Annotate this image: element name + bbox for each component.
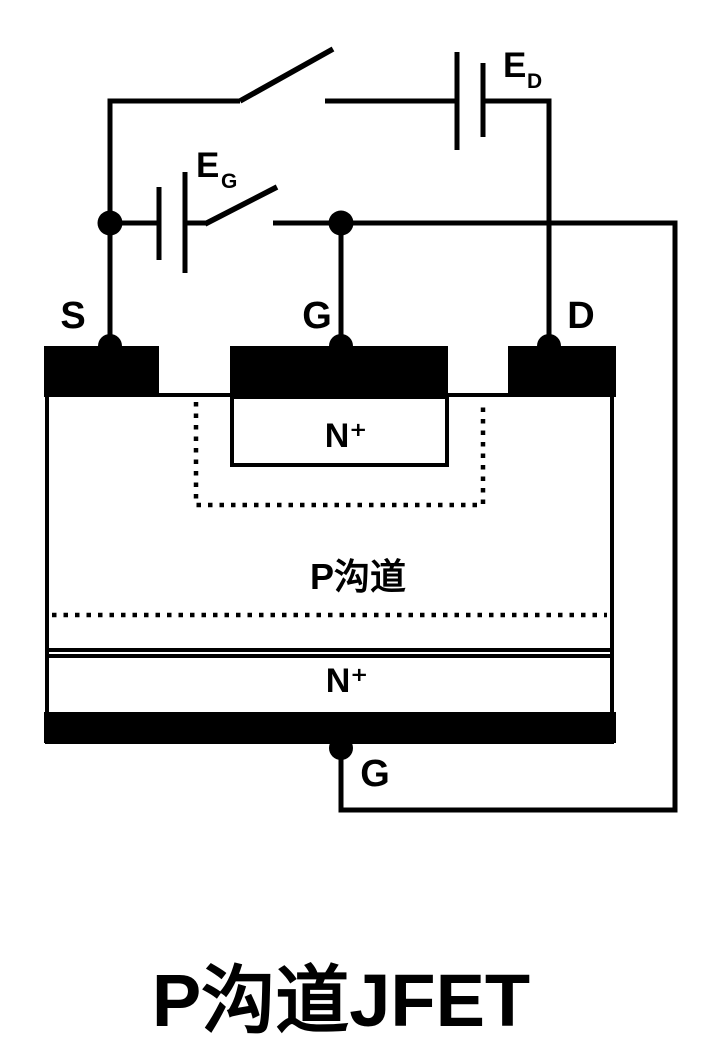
battery-drain-subscript: D	[527, 70, 542, 93]
battery-drain: E D	[454, 46, 542, 150]
top-n-plus-label: N⁺	[325, 417, 368, 455]
terminal-labels: S G D G	[60, 295, 594, 795]
top-n-plus-box	[230, 395, 449, 467]
gate-top-label: G	[302, 295, 332, 337]
battery-gate-label: E	[196, 146, 219, 185]
source-contact-dot	[98, 334, 122, 358]
drain-contact-dot	[537, 334, 561, 358]
figure-title: P沟道JFET	[152, 959, 530, 1042]
gate-bottom-contact	[44, 712, 616, 743]
switch-blade-drain	[238, 46, 335, 104]
gate-loop-wire	[273, 220, 678, 813]
jfet-device: N⁺ P沟道 N⁺	[44, 346, 616, 744]
switch-blade-gate	[203, 184, 279, 227]
battery-gate: E G	[156, 146, 237, 273]
drain-contact	[508, 346, 616, 397]
source-label: S	[60, 295, 85, 337]
depletion-boundary-dotted	[193, 402, 486, 508]
source-contact	[44, 346, 159, 397]
source-node-dot	[97, 210, 123, 236]
junction-dots	[97, 210, 561, 760]
gate-bottom-label: G	[360, 753, 390, 795]
drain-label: D	[567, 295, 594, 337]
p-channel-label: P沟道	[310, 556, 406, 597]
switch-gate-circuit	[203, 184, 279, 227]
circuit-wires	[107, 98, 678, 813]
switch-drain-circuit	[238, 46, 335, 104]
gate-bottom-contact-dot	[329, 736, 353, 760]
source-wire	[107, 98, 240, 348]
gate-node-dot	[328, 210, 354, 236]
drain-wire	[483, 98, 552, 348]
gate-contact-dot	[329, 334, 353, 358]
battery-gate-subscript: G	[221, 170, 237, 193]
battery-drain-label: E	[503, 46, 526, 85]
bottom-n-plus-label: N⁺	[326, 662, 369, 700]
